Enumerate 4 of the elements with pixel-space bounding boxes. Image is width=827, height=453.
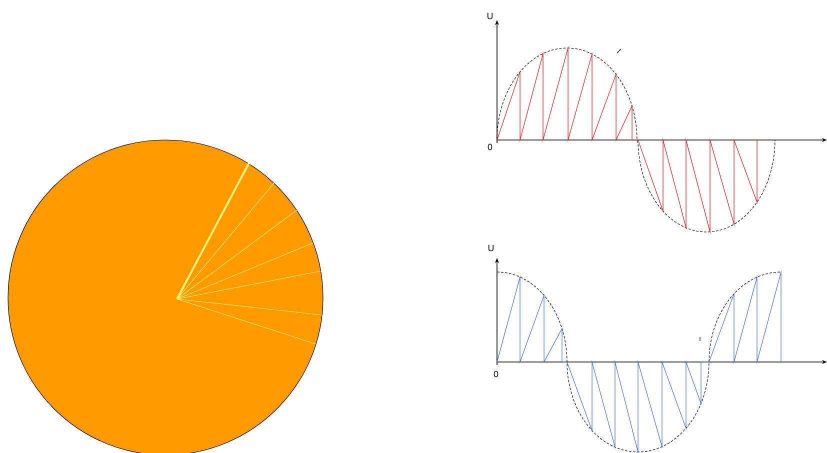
axis-label: U bbox=[488, 244, 494, 252]
axis-label: 0 bbox=[494, 370, 498, 378]
axis-label: U bbox=[487, 12, 493, 20]
axis-label: 0 bbox=[488, 144, 492, 150]
